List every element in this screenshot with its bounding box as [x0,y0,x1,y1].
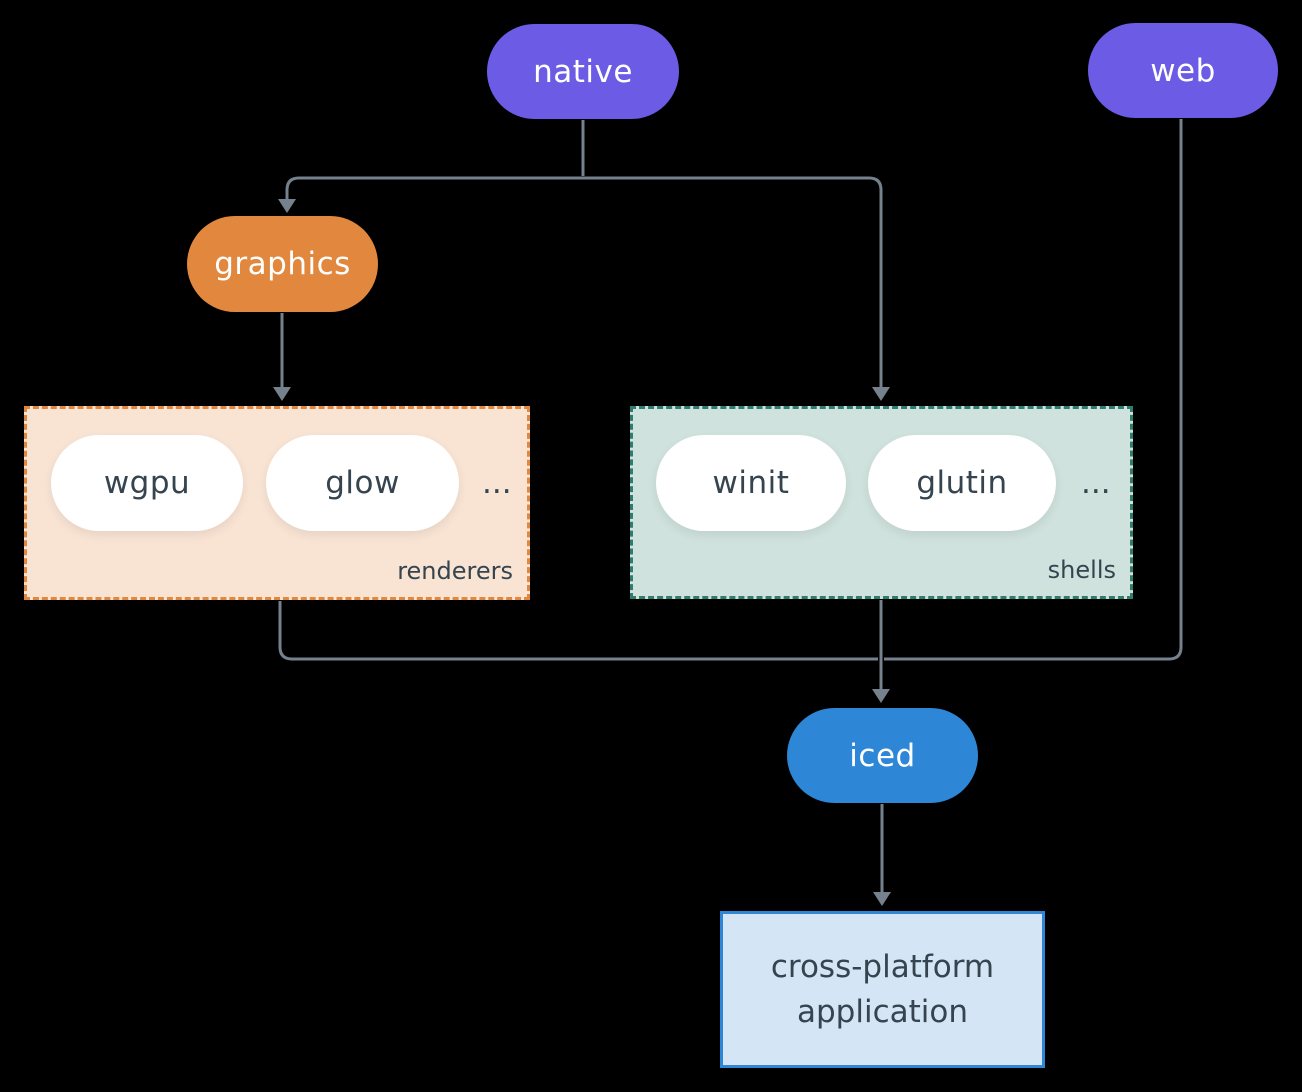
renderers-ellipsis: ... [482,465,512,501]
shells-ellipsis: ... [1081,465,1111,501]
node-glow: glow [266,435,459,531]
node-web-label: web [1150,52,1216,89]
arrowhead-renderers [273,387,291,401]
node-native: native [487,24,679,119]
node-glutin-label: glutin [916,465,1008,501]
edge-native-to-shells [583,176,883,387]
renderers-group-label: renderers [397,557,513,585]
group-renderers: wgpu glow ... renderers [24,406,530,600]
node-graphics: graphics [187,216,378,312]
node-application-line1: cross-platform [770,948,995,985]
node-iced: iced [787,708,978,803]
arrowhead-graphics [278,199,296,213]
node-wgpu: wgpu [51,435,243,531]
node-native-label: native [533,53,633,90]
node-iced-label: iced [849,737,916,774]
shells-group-label: shells [1047,556,1116,584]
edge-renderers-to-merge [278,601,878,661]
arrowhead-application [873,892,891,906]
node-application: cross-platform application [720,911,1045,1068]
node-glow-label: glow [325,465,400,501]
edge-native-to-graphics [285,176,583,199]
arrowhead-iced [872,689,890,703]
node-wgpu-label: wgpu [103,465,191,501]
node-application-line2: application [797,993,968,1030]
node-graphics-label: graphics [214,246,351,282]
group-shells: winit glutin ... shells [630,406,1133,599]
node-winit-label: winit [712,465,790,501]
node-glutin: glutin [868,435,1056,531]
node-web: web [1088,23,1278,118]
arrowhead-shells [872,387,890,401]
node-winit: winit [656,435,846,531]
